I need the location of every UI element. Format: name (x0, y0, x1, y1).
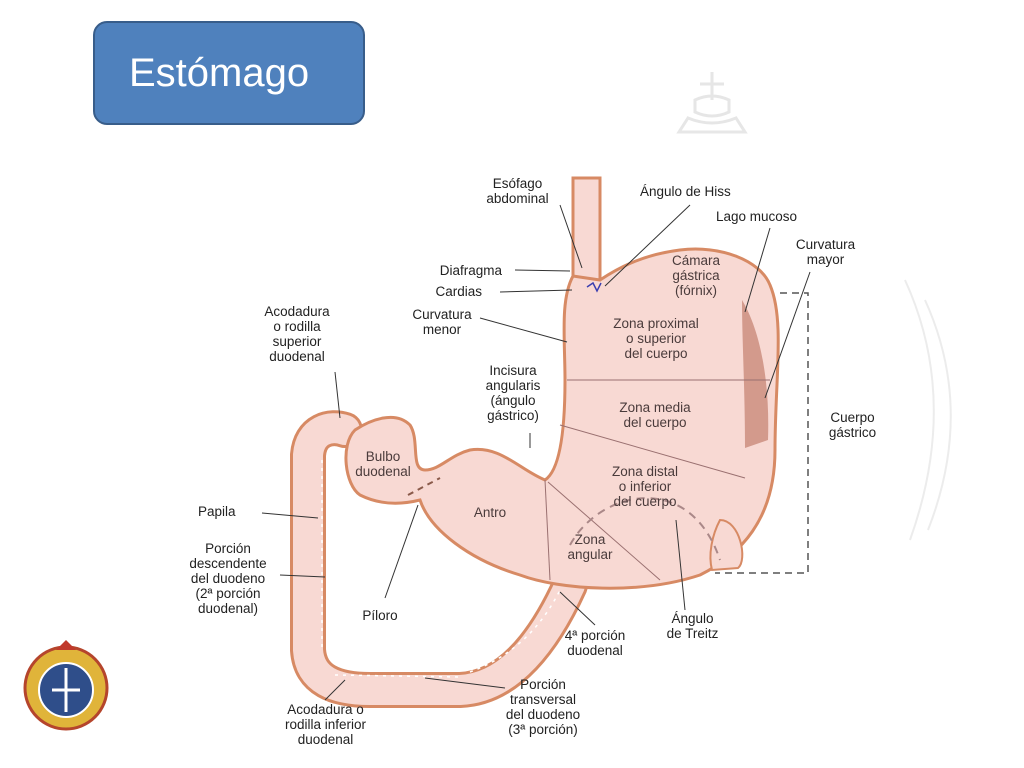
label-camara-gastrica: Cámara gástrica (fórnix) (671, 253, 720, 298)
label-piloro: Píloro (362, 608, 398, 623)
label-zona-proximal: Zona proximal o superior del cuerpo (613, 316, 699, 361)
label-zona-distal: Zona distal o inferior del cuerpo (611, 464, 679, 509)
label-zona-angular: Zona angular (567, 532, 613, 562)
label-esofago-abdominal: Esófago abdominal (486, 176, 549, 206)
label-bulbo-duodenal: Bulbo duodenal (355, 449, 411, 479)
label-cuarta-porcion: 4ª porción duodenal (564, 628, 626, 658)
slide-title: Estómago (129, 50, 310, 95)
label-lago-mucoso: Lago mucoso (716, 209, 798, 224)
label-zona-media: Zona media del cuerpo (619, 400, 691, 430)
duodenum (290, 410, 588, 708)
stomach-body (344, 247, 780, 590)
leader-lines (261, 204, 811, 701)
label-curvatura-menor: Curvatura menor (412, 307, 472, 337)
stomach (344, 176, 780, 590)
label-acodadura-superior: Acodadura o rodilla superior duodenal (264, 304, 330, 364)
label-porcion-descendente: Porción descendente del duodeno (2ª porc… (189, 541, 267, 616)
lago-mucoso-shade (742, 300, 769, 448)
esophagus (571, 176, 602, 282)
cross-crest-watermark-icon (676, 72, 748, 134)
university-seal-icon (23, 640, 109, 731)
spleen-tail (709, 518, 744, 572)
title-box: Estómago (93, 21, 365, 125)
label-angulo-de-hiss: Ángulo de Hiss (640, 184, 731, 199)
label-cardias: Cardias (435, 284, 482, 299)
label-curvatura-mayor: Curvatura mayor (795, 237, 856, 267)
seal-watermark-icon (904, 279, 952, 541)
label-incisura-angularis: Incisura angularis (ángulo gástrico) (485, 363, 541, 423)
label-angulo-de-treitz: Ángulo de Treitz (666, 611, 719, 641)
label-antro: Antro (473, 505, 507, 520)
label-cuerpo-gastrico: Cuerpo gástrico (828, 410, 877, 440)
label-acodadura-inferior: Acodadura o rodilla inferior duodenal (284, 702, 367, 747)
label-papila: Papila (198, 504, 236, 519)
cuerpo-bracket (715, 292, 809, 574)
label-porcion-transversal: Porción transversal del duodeno (3ª porc… (505, 677, 581, 737)
label-diafragma: Diafragma (439, 263, 502, 278)
